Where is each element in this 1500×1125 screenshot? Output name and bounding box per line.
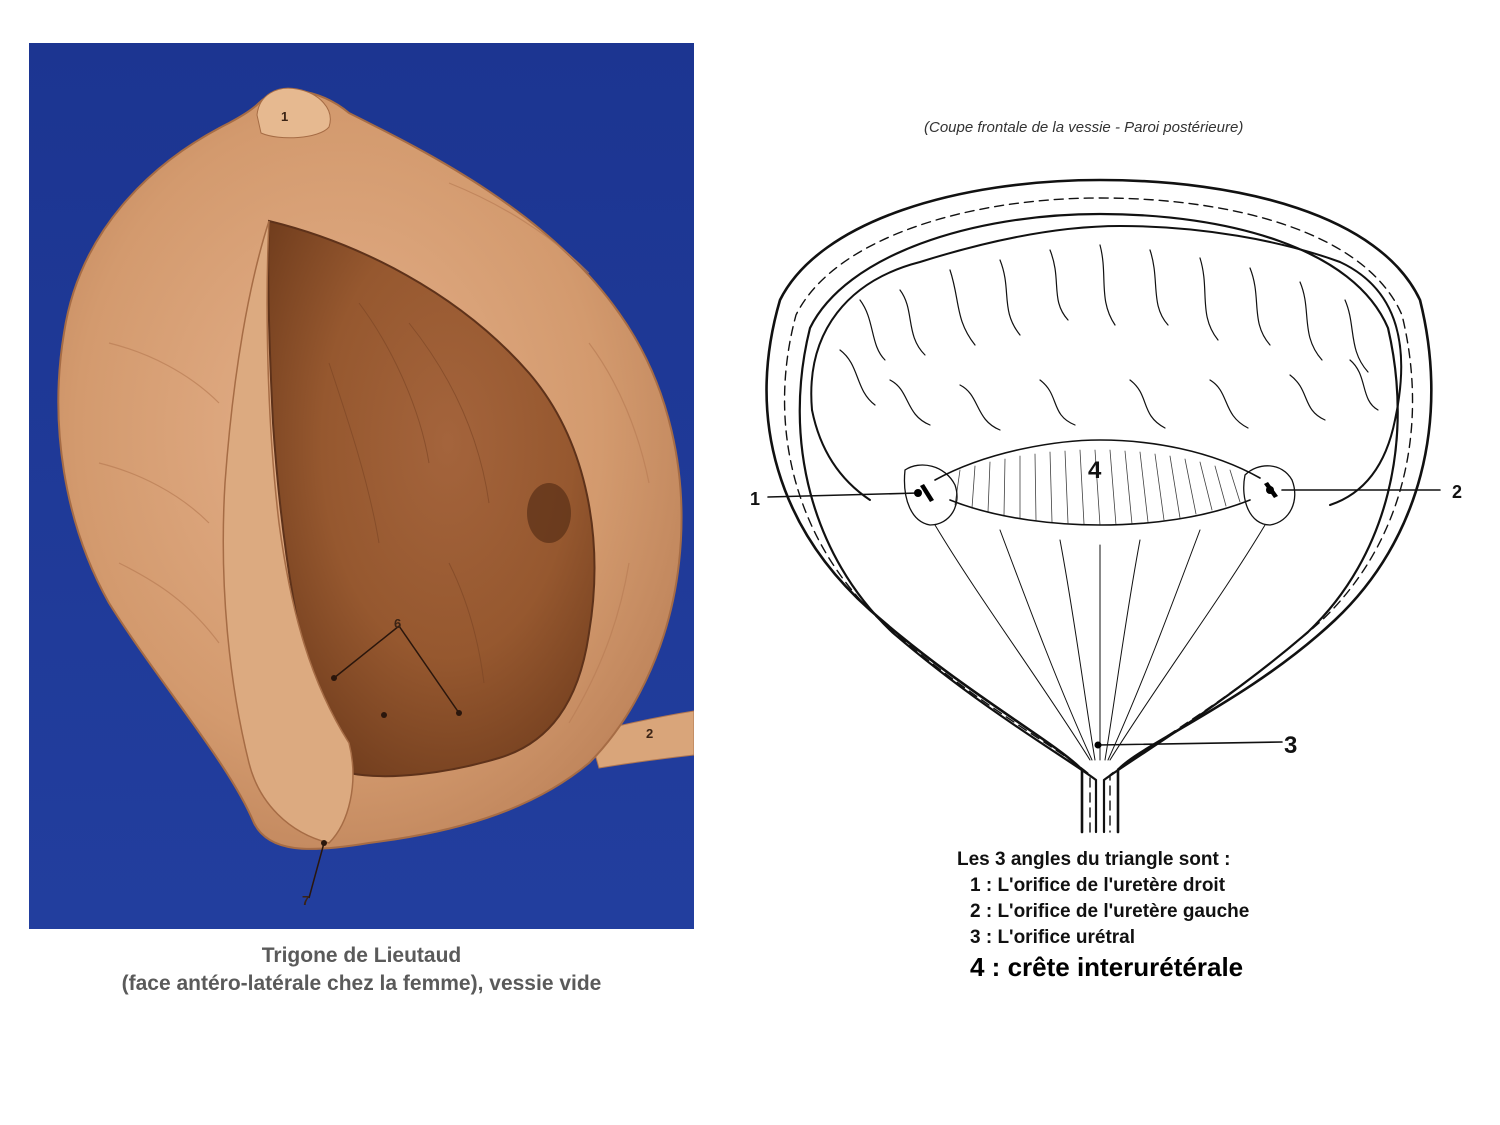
bladder-diagram: 1 2 3 4 xyxy=(750,178,1462,834)
legend-item-interureteric-ridge: 4 : crête interurétérale xyxy=(970,952,1244,982)
photo-label-7: 7 xyxy=(302,893,309,908)
bladder-specimen-image: 1 2 6 7 xyxy=(29,43,694,929)
diagram-label-2: 2 xyxy=(1452,482,1462,502)
photo-caption: Trigone de Lieutaud (face antéro-latéral… xyxy=(29,942,694,998)
photo-label-6: 6 xyxy=(394,616,401,631)
photo-caption-title: Trigone de Lieutaud xyxy=(261,944,462,967)
specimen-photo: 1 2 6 7 xyxy=(29,43,694,929)
photo-caption-subtitle: (face antéro-latérale chez la femme), ve… xyxy=(121,972,602,995)
photo-label-2: 2 xyxy=(646,726,653,741)
legend-item-left-ureter: 2 : L'orifice de l'uretère gauche xyxy=(970,901,1250,922)
legend-item-right-ureter: 1 : L'orifice de l'uretère droit xyxy=(970,875,1226,896)
diagram-label-1: 1 xyxy=(750,489,760,509)
diagram-legend: Les 3 angles du triangle sont : 1 : L'or… xyxy=(957,847,1249,983)
diagram-subtitle: (Coupe frontale de la vessie - Paroi pos… xyxy=(924,119,1244,136)
diagram-label-4: 4 xyxy=(1088,457,1102,484)
legend-item-urethral-orifice: 3 : L'orifice urétral xyxy=(970,927,1136,948)
photo-label-1: 1 xyxy=(281,109,288,124)
legend-title: Les 3 angles du triangle sont : xyxy=(957,849,1231,870)
diagram-label-3: 3 xyxy=(1284,732,1297,759)
